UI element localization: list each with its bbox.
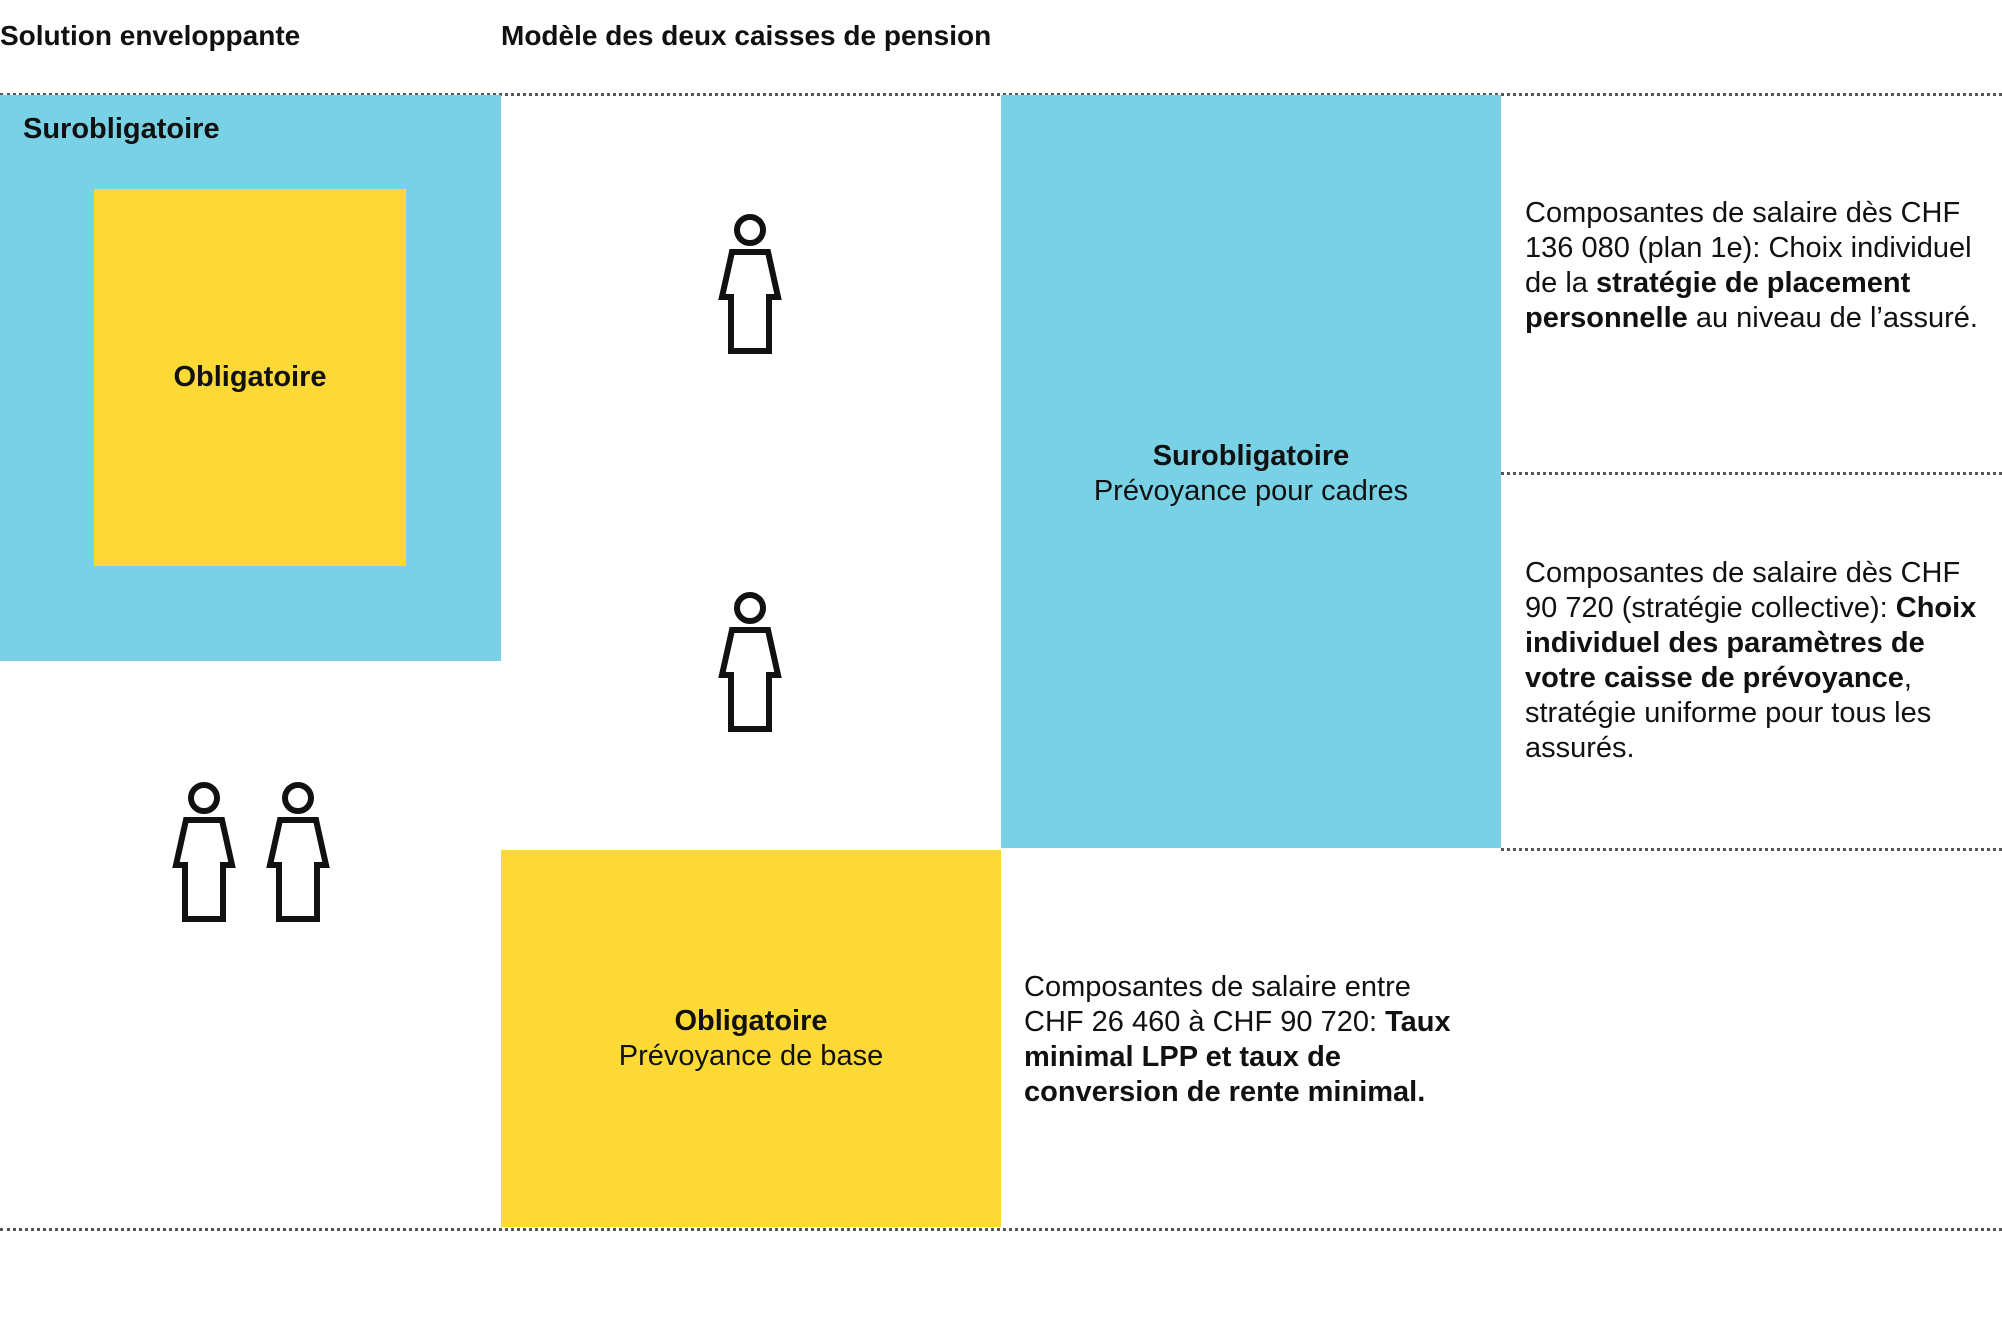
two-funds-obligatoire-box	[501, 850, 1001, 1227]
description-plan-1e-text: Composantes de salaire dès CHF 136 080 (…	[1525, 197, 1972, 299]
two-funds-obligatoire-subtitle: Prévoyance de base	[618, 1040, 884, 1072]
description-plan-1e-end: au niveau de l’assuré.	[1687, 302, 1978, 334]
divider-lower	[1501, 848, 2002, 851]
person-icon	[266, 782, 330, 922]
description-collective-text: Composantes de salaire dès CHF 90 720 (s…	[1525, 557, 1961, 624]
divider-middle	[1501, 472, 2002, 475]
left-surobligatoire-label: Surobligatoire	[23, 113, 220, 145]
left-obligatoire-label: Obligatoire	[173, 361, 327, 393]
heading-two-funds-model: Modèle des deux caisses de pension	[501, 20, 992, 51]
person-icon	[718, 592, 782, 732]
two-funds-obligatoire-text: Obligatoire Prévoyance de base	[501, 1005, 1001, 1073]
two-funds-surobligatoire-box	[1001, 95, 1501, 848]
divider-bottom	[0, 1228, 2002, 1231]
divider-top	[0, 93, 2002, 96]
person-icon	[718, 214, 782, 354]
two-funds-surobligatoire-text: Surobligatoire Prévoyance pour cadres	[1001, 440, 1501, 508]
description-plan-1e-bold: stratégie de pla­cement personnelle	[1525, 267, 1911, 334]
two-funds-obligatoire-title: Obligatoire	[674, 1005, 828, 1037]
description-collective-bold: Choix individuel des paramètres de votre…	[1525, 592, 1977, 694]
description-collective-strategy: Composantes de salaire dès CHF 90 720 (s…	[1525, 556, 1995, 766]
two-funds-surobligatoire-title: Surobligatoire	[1152, 440, 1350, 472]
description-collective-end: , stratégie uniforme pour tous les assur…	[1525, 662, 1932, 764]
heading-solution-enveloppante: Solution enveloppante	[0, 20, 301, 51]
description-base-bold: Taux minimal LPP et taux de conversion d…	[1024, 1006, 1451, 1108]
description-base-provision: Composantes de salaire entre CHF 26 460 …	[1024, 970, 1464, 1110]
person-icon	[172, 782, 236, 922]
left-obligatoire-box	[94, 189, 406, 566]
description-base-text: Composantes de salaire entre CHF 26 460 …	[1024, 971, 1411, 1038]
two-funds-surobligatoire-subtitle: Prévoyance pour cadres	[1093, 475, 1409, 507]
description-plan-1e: Composantes de salaire dès CHF 136 080 (…	[1525, 196, 1995, 336]
